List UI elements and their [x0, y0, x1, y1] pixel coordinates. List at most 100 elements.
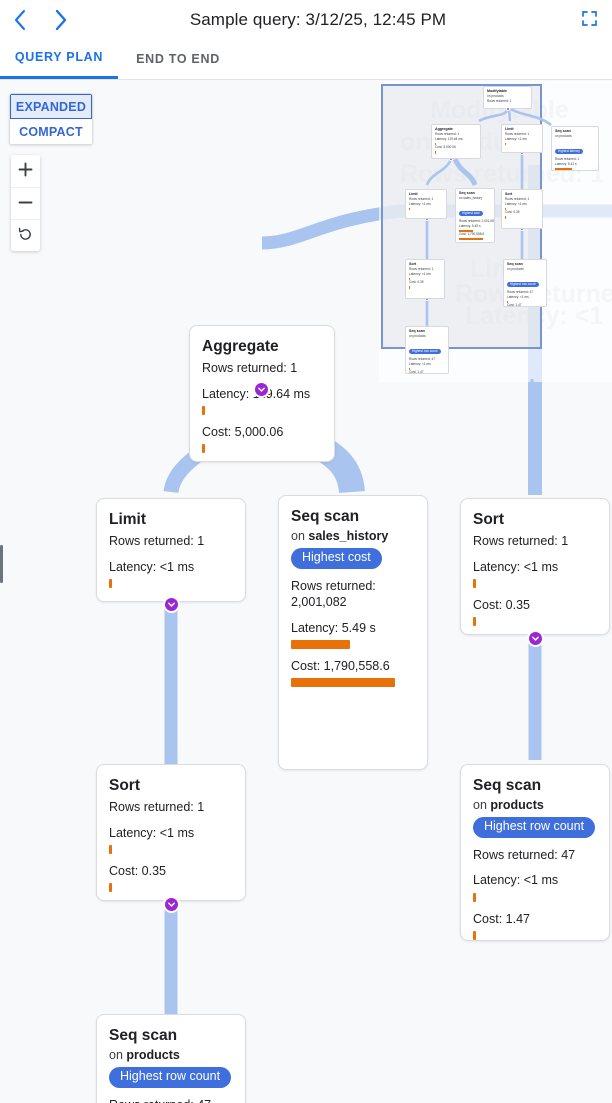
- minimap[interactable]: Modifytable on products Rows returned: 1: [379, 81, 612, 382]
- plan-canvas[interactable]: Modifytable on products Rows returned: 1…: [0, 80, 612, 1103]
- minimap-node-latency: Latency: <1 ms: [505, 202, 527, 206]
- node-rows-returned: Rows returned: 2,001,082: [291, 579, 376, 610]
- node-seq-scan-products-bottom[interactable]: Seq scan on products Highest row count R…: [96, 1014, 246, 1103]
- minimap-latency-bar: [507, 300, 509, 304]
- forward-button[interactable]: [40, 0, 80, 39]
- minimap-latency-bar: [409, 277, 411, 281]
- node-cost: Cost: 5,000.06: [202, 424, 284, 439]
- minimap-cost-bar: [459, 237, 483, 241]
- minimap-node-rows: Rows returned: 1: [505, 197, 530, 202]
- minimap-node-rows: Rows returned: 1: [555, 157, 580, 161]
- tab-bar: QUERY PLAN END TO END: [0, 39, 612, 80]
- status-badge-highest-row-count: Highest row count: [473, 817, 596, 838]
- node-rows-returned: Rows returned: 1: [202, 361, 298, 376]
- minimap-node-title: Limit: [409, 192, 418, 196]
- minimap-node-limit-top: Limit Rows returned: 1 Latency: <1 ms: [501, 124, 543, 153]
- table-name: sales_history: [308, 529, 389, 544]
- minimap-node-seq-scan-products-top: Seq scan on products Highest latency Row…: [551, 126, 599, 171]
- zoom-controls: [11, 155, 40, 251]
- minimap-node-relation: on products: [555, 134, 572, 139]
- back-button[interactable]: [0, 0, 40, 39]
- tab-query-plan[interactable]: QUERY PLAN: [0, 38, 118, 79]
- display-mode-toggle: EXPANDED COMPACT: [9, 93, 93, 145]
- minimap-node-relation: on products: [507, 267, 524, 272]
- node-sort-right[interactable]: Sort Rows returned: 1 Latency: <1 ms Cos…: [460, 498, 610, 635]
- minimap-node-title: Seq scan: [507, 262, 523, 266]
- node-title: Seq scan: [473, 777, 542, 794]
- minimap-node-cost: Cost: 1.53: [552, 170, 598, 171]
- node-sort-left[interactable]: Sort Rows returned: 1 Latency: <1 ms Cos…: [96, 764, 246, 901]
- minimap-badge-highest-row-count: Highest row count: [409, 349, 441, 355]
- minimap-cost-bar: [435, 151, 437, 154]
- node-latency: Latency: <1 ms: [109, 825, 195, 840]
- node-title: Seq scan: [291, 508, 360, 525]
- minimap-node-latency: Latency: <1 ms: [409, 361, 431, 366]
- zoom-in-button[interactable]: [11, 155, 40, 187]
- node-rows-returned: Rows returned: 1: [109, 800, 205, 815]
- minimap-node-rows: Rows returned: 2,001,082: [459, 219, 495, 223]
- node-seq-scan-products-right[interactable]: Seq scan on products Highest row count R…: [460, 764, 610, 941]
- chevron-left-icon: [13, 9, 28, 31]
- latency-bar: [291, 639, 350, 649]
- node-latency: Latency: <1 ms: [473, 873, 559, 888]
- table-name: products: [126, 1048, 180, 1063]
- minimap-node-seq-scan-sales-history: Seq scan on sales_history Highest cost R…: [455, 188, 495, 243]
- table-name: products: [490, 798, 544, 813]
- minimap-node-latency: Latency: 119.64 ms: [435, 137, 463, 141]
- node-rows-returned: Rows returned: 47: [109, 1097, 233, 1103]
- minimap-node-relation: on products: [409, 334, 426, 339]
- on-label: on: [473, 798, 487, 813]
- minimap-node-latency: Latency: <1 ms: [505, 137, 527, 141]
- minimap-node-cost: Cost: 1.47: [507, 303, 522, 307]
- minimap-node-relation: on sales_history: [459, 196, 483, 201]
- node-title: Sort: [473, 511, 504, 528]
- fullscreen-icon: [581, 10, 597, 29]
- mode-compact-button[interactable]: COMPACT: [10, 119, 92, 144]
- collapse-toggle-limit[interactable]: [163, 596, 180, 613]
- minimap-node-modifytable: Modifytable on products Rows returned: 1: [483, 86, 532, 109]
- minimap-cost-bar: [505, 216, 507, 219]
- minimap-badge-highest-cost: Highest cost: [459, 211, 483, 217]
- minimap-node-title: Sort: [409, 262, 417, 266]
- node-seq-scan-sales-history[interactable]: Seq scan on sales_history Highest cost R…: [278, 495, 428, 770]
- minimap-node-title: Seq scan: [409, 329, 425, 333]
- zoom-out-button[interactable]: [11, 187, 40, 219]
- cost-bar: [291, 678, 395, 687]
- minimap-badge-highest-latency: Highest latency: [555, 149, 583, 155]
- status-badge-highest-cost: Highest cost: [291, 548, 382, 569]
- minimap-node-title: Limit: [505, 127, 514, 131]
- collapse-toggle-aggregate[interactable]: [253, 381, 270, 398]
- minimap-node-aggregate: Aggregate Rows returned: 1 Latency: 119.…: [431, 124, 481, 159]
- page-title: Sample query: 3/12/25, 12:45 PM: [189, 9, 447, 29]
- minimap-node-title: Sort: [505, 192, 513, 196]
- minimap-node-cost: Cost: 0.35: [505, 210, 520, 215]
- minimap-latency-bar: [555, 167, 572, 170]
- collapse-toggle-sort-right[interactable]: [527, 630, 544, 647]
- minimap-node-rows: Rows returned: 1: [409, 197, 434, 202]
- reset-view-button[interactable]: [11, 219, 40, 251]
- minimap-node-cost: Cost: 5,000.06: [435, 145, 456, 150]
- minimap-badge-highest-row-count: Highest row count: [507, 282, 539, 288]
- mode-expanded-button[interactable]: EXPANDED: [10, 94, 92, 119]
- node-rows-returned: Rows returned: 47: [473, 848, 576, 862]
- status-badge-highest-row-count: Highest row count: [109, 1067, 232, 1088]
- cost-bar: [473, 617, 476, 627]
- minimap-latency-bar: [409, 207, 411, 211]
- node-limit[interactable]: Limit Rows returned: 1 Latency: <1 ms: [96, 498, 246, 602]
- tab-end-to-end[interactable]: END TO END: [118, 38, 238, 79]
- minimap-node-cost: Cost: 1,790,558.6: [459, 232, 485, 237]
- node-cost: Cost: 0.35: [109, 863, 166, 878]
- chevron-right-icon: [53, 9, 68, 31]
- minimap-latency-bar: [505, 207, 507, 211]
- canvas-scrollbar-handle[interactable]: [0, 545, 3, 583]
- fullscreen-button[interactable]: [566, 0, 612, 39]
- minimap-node-title: Aggregate: [435, 127, 453, 131]
- node-title: Aggregate: [202, 338, 279, 355]
- collapse-toggle-sort-left[interactable]: [163, 896, 180, 913]
- node-relation: on products: [473, 798, 597, 812]
- minimap-node-cost: Cost: 0.35: [409, 280, 424, 285]
- minimap-latency-bar: [505, 142, 507, 146]
- minimap-node-cost: Cost: 1.47: [409, 370, 424, 374]
- node-cost: Cost: 1,790,558.6: [291, 658, 390, 673]
- minimap-node-rows: Rows returned: 47: [507, 290, 534, 294]
